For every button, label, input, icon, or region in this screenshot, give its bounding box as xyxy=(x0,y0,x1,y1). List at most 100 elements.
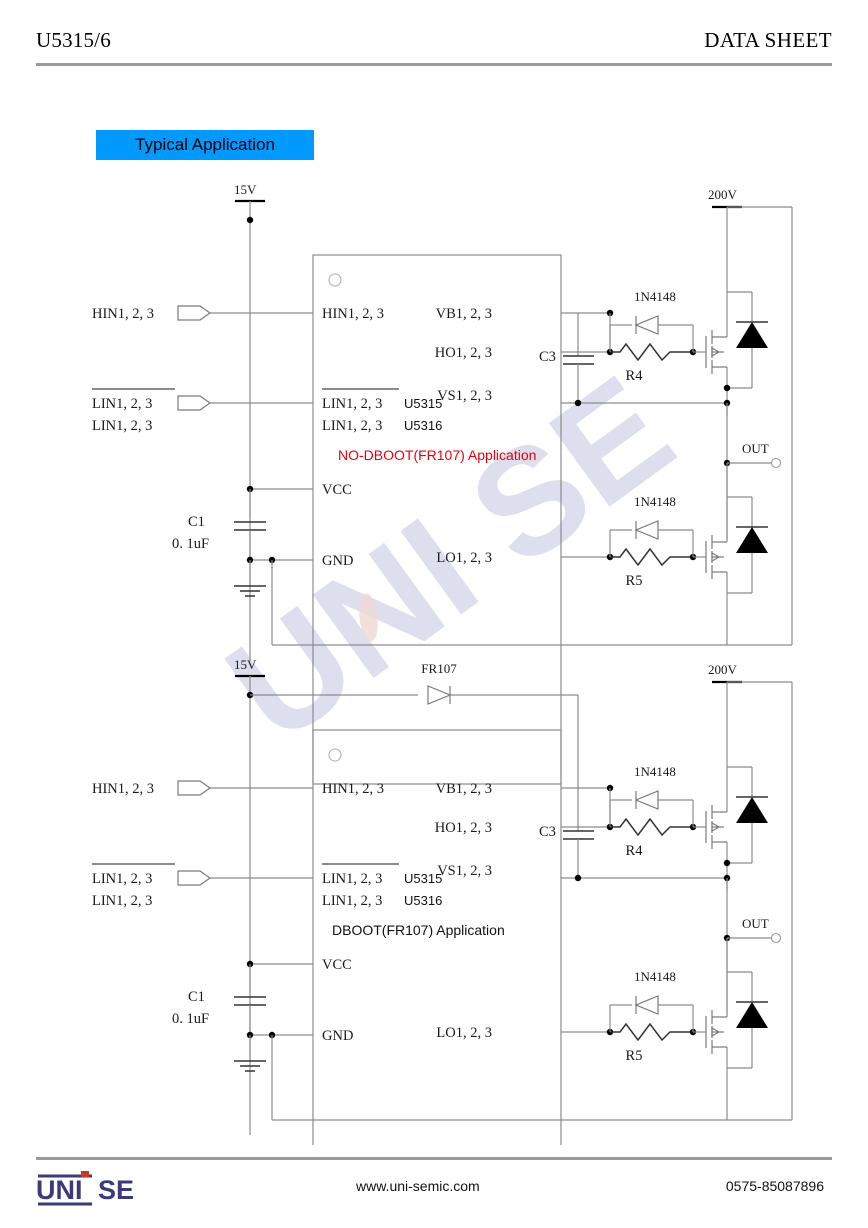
cap-c1-name-1: C1 xyxy=(188,514,205,530)
header-part-number: U5315/6 xyxy=(36,28,111,52)
circuit-caption-1: NO-DBOOT(FR107) Application xyxy=(338,447,536,463)
company-logo: UNI SE xyxy=(36,1170,156,1210)
cap-c3-name-2: C3 xyxy=(539,824,556,840)
input-port-hin-2: HIN1, 2, 3 xyxy=(92,780,313,797)
ic-pin-vcc-2: VCC xyxy=(322,957,352,973)
logo-uni-text: UNI xyxy=(36,1175,83,1205)
output-terminal-2[interactable]: OUT xyxy=(723,878,782,1015)
input-port-lin-1: LIN1, 2, 3 LIN1, 2, 3 xyxy=(92,388,313,434)
circuit-no-dboot: 15V HIN1, 2, 3 LIN1, 2, 3 LIN1, 2, 3 HIN… xyxy=(92,182,793,785)
logo-se-text: SE xyxy=(98,1175,134,1205)
resistor-r5-2: R5 xyxy=(610,1022,693,1064)
cap-c1-name-2: C1 xyxy=(188,989,205,1005)
header-divider xyxy=(36,63,832,66)
ic-pin-vs-2: VS1, 2, 3 xyxy=(437,863,492,879)
ic-pin-hin-1: HIN1, 2, 3 xyxy=(322,306,384,322)
ic-part-upper-1: U5315 xyxy=(404,396,442,411)
pin1-marker-2 xyxy=(328,748,342,762)
capacitor-c1-2: C1 0. 1uF xyxy=(172,989,266,1027)
diode-high-label-2: 1N4148 xyxy=(634,764,676,779)
diode-high-label-1: 1N4148 xyxy=(634,289,676,304)
ic-part-lower-2: U5316 xyxy=(404,893,442,908)
resistor-r4-2: R4 xyxy=(610,817,693,859)
ic-pin-vb-1: VB1, 2, 3 xyxy=(436,306,492,322)
ic-pin-vs-1: VS1, 2, 3 xyxy=(437,388,492,404)
input-port-lin-label-1: LIN1, 2, 3 xyxy=(92,418,152,434)
input-port-lin-label-2: LIN1, 2, 3 xyxy=(92,893,152,909)
ic-pin-vcc-1: VCC xyxy=(322,482,352,498)
supply-15v-marker-1: 15V xyxy=(234,182,265,660)
diode-1n4148-high-2: 1N4148 xyxy=(609,764,694,827)
capacitor-c3-1: C3 xyxy=(539,313,594,403)
input-port-hin-1: HIN1, 2, 3 xyxy=(92,305,313,322)
ic-body-1 xyxy=(312,254,562,785)
resistor-r4-label-1: R4 xyxy=(626,368,644,384)
ic-pin-gnd-1: GND xyxy=(322,553,353,569)
ground-symbol-1 xyxy=(234,560,266,597)
diode-low-label-2: 1N4148 xyxy=(634,969,676,984)
supply-15v-label-1: 15V xyxy=(234,182,257,197)
footer-divider xyxy=(36,1157,832,1160)
supply-15v-label-2: 15V xyxy=(234,657,257,672)
boot-diode-fr107: FR107 xyxy=(250,661,579,788)
input-port-lin-bar-label-2: LIN1, 2, 3 xyxy=(92,871,152,887)
ic-pin-gnd-2: GND xyxy=(322,1028,353,1044)
boot-diode-label: FR107 xyxy=(421,661,457,676)
mosfet-high-1 xyxy=(693,291,768,416)
ic-part-lower-1: U5316 xyxy=(404,418,442,433)
input-port-hin-label-2: HIN1, 2, 3 xyxy=(92,781,154,797)
resistor-r5-label-2: R5 xyxy=(626,1048,643,1064)
diode-low-label-1: 1N4148 xyxy=(634,494,676,509)
mosfet-low-1 xyxy=(693,463,768,645)
ic-pin-ho-2: HO1, 2, 3 xyxy=(435,820,492,836)
ic-pin-lo-2: LO1, 2, 3 xyxy=(436,1025,492,1041)
diode-1n4148-high-1: 1N4148 xyxy=(609,289,694,352)
cap-c3-name-1: C3 xyxy=(539,349,556,365)
supply-200v-label-2: 200V xyxy=(708,662,738,677)
ic-pin-lin-bar-2: LIN1, 2, 3 xyxy=(322,871,382,887)
ic-pin-lin-bar-1: LIN1, 2, 3 xyxy=(322,396,382,412)
diode-1n4148-low-2: 1N4148 xyxy=(609,969,694,1032)
mosfet-low-2 xyxy=(693,938,768,1120)
input-port-lin-2: LIN1, 2, 3 LIN1, 2, 3 xyxy=(92,863,313,909)
cap-c1-value-2: 0. 1uF xyxy=(172,1011,209,1027)
ic-body-2 xyxy=(312,729,562,1145)
ic-pin-lin-1: LIN1, 2, 3 xyxy=(322,418,382,434)
typical-application-schematic: UNI SE 15V HIN1, 2, 3 xyxy=(0,170,868,1145)
diode-1n4148-low-1: 1N4148 xyxy=(609,494,694,557)
header-doc-type: DATA SHEET xyxy=(704,28,832,52)
mosfet-high-2 xyxy=(693,766,768,891)
resistor-r5-label-1: R5 xyxy=(626,573,643,589)
resistor-r5-1: R5 xyxy=(610,547,693,589)
ic-pin-lo-1: LO1, 2, 3 xyxy=(436,550,492,566)
schematic-svg: UNI SE 15V HIN1, 2, 3 xyxy=(92,182,793,1145)
supply-15v-marker-2: 15V xyxy=(234,657,265,1135)
input-port-lin-bar-label-1: LIN1, 2, 3 xyxy=(92,396,152,412)
circuit-dboot: 15V FR107 HIN1, 2, 3 xyxy=(92,657,793,1145)
footer-phone: 0575-85087896 xyxy=(725,1178,824,1194)
output-label-2: OUT xyxy=(742,916,769,931)
footer-website[interactable]: www.uni-semic.com xyxy=(356,1178,480,1194)
ic-pin-ho-1: HO1, 2, 3 xyxy=(435,345,492,361)
resistor-r4-label-2: R4 xyxy=(626,843,644,859)
ic-part-upper-2: U5315 xyxy=(404,871,442,886)
supply-200v-label-1: 200V xyxy=(708,187,738,202)
cap-c1-value-1: 0. 1uF xyxy=(172,536,209,552)
section-title: Typical Application xyxy=(135,135,275,154)
section-banner: Typical Application xyxy=(96,130,314,160)
output-label-1: OUT xyxy=(742,441,769,456)
ic-pin-vb-2: VB1, 2, 3 xyxy=(436,781,492,797)
capacitor-c1-1: C1 0. 1uF xyxy=(172,514,266,552)
circuit-caption-2: DBOOT(FR107) Application xyxy=(332,922,505,938)
page-footer: UNI SE www.uni-semic.com 0575-85087896 xyxy=(36,1168,832,1212)
pin1-marker-1 xyxy=(328,273,342,287)
ground-symbol-2 xyxy=(234,1035,266,1072)
supply-200v-marker-1: 200V xyxy=(708,187,742,292)
input-port-hin-label-1: HIN1, 2, 3 xyxy=(92,306,154,322)
resistor-r4-1: R4 xyxy=(610,342,693,384)
supply-200v-marker-2: 200V xyxy=(708,662,742,767)
page-header: U5315/6 DATA SHEET xyxy=(36,28,832,68)
capacitor-c3-2: C3 xyxy=(539,788,594,878)
ic-pin-hin-2: HIN1, 2, 3 xyxy=(322,781,384,797)
watermark-dot xyxy=(359,593,378,642)
